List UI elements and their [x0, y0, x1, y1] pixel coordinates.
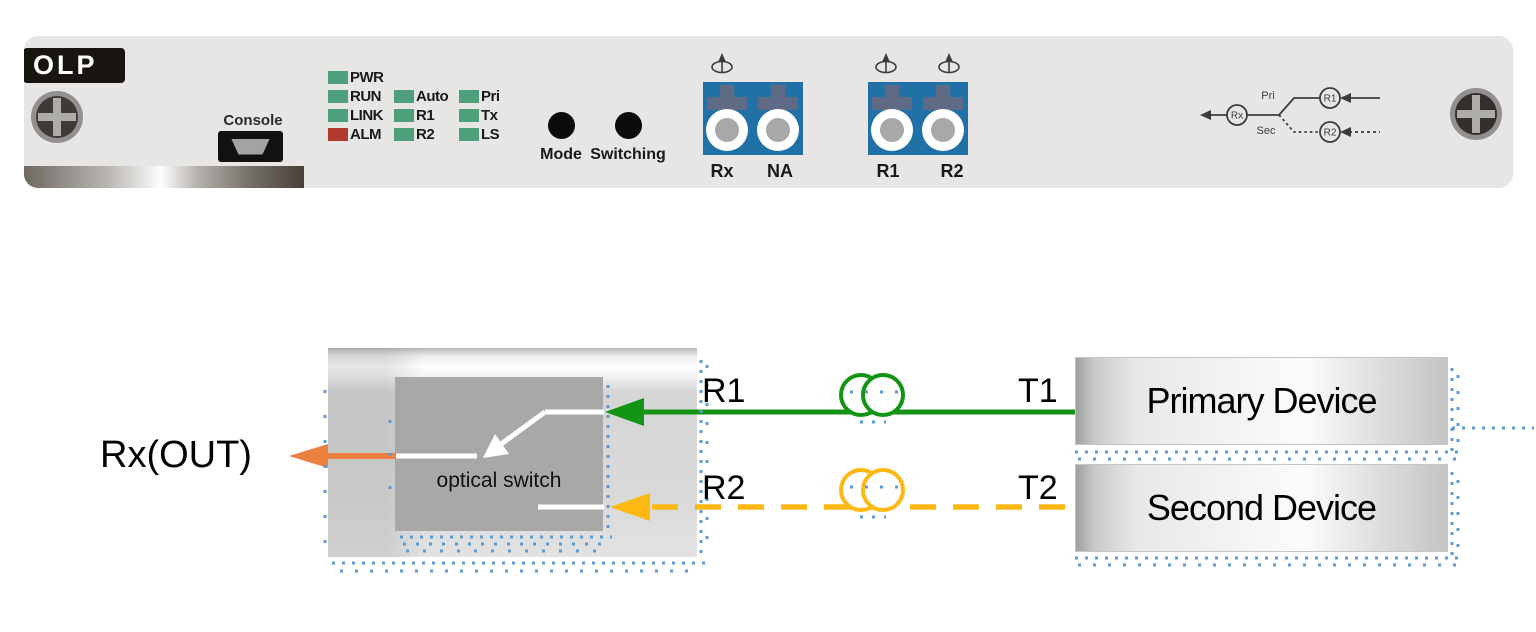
svg-text:R2: R2 [1324, 128, 1337, 139]
aperture-icon [875, 53, 897, 74]
fiber-port-r1 [871, 109, 913, 151]
fiber-port-rx [706, 109, 748, 151]
fiber-core [931, 118, 955, 142]
led-indicator [394, 109, 414, 122]
olp-front-panel: OLP Console PWR RUN LINK ALM Auto R1 R2 … [24, 36, 1513, 188]
led-indicator [328, 109, 348, 122]
lc-connector-r1-r2 [868, 82, 968, 155]
green-arrowhead-icon [605, 398, 644, 426]
led-r1: R1 [394, 107, 435, 124]
led-label: R1 [416, 107, 435, 124]
aperture-icon [938, 53, 960, 74]
diagram-lines [289, 360, 1534, 573]
rx-out-label: Rx(OUT) [100, 434, 252, 476]
led-indicator [394, 90, 414, 103]
olp-logo: OLP [24, 48, 125, 83]
led-indicator [328, 128, 348, 141]
optical-switch-label: optical switch [436, 469, 562, 492]
sec-label: Sec [1257, 125, 1276, 137]
second-device-box: Second Device [1075, 464, 1448, 552]
led-pwr: PWR [328, 69, 384, 86]
fiber-port-r2 [922, 109, 964, 151]
led-label: Auto [416, 88, 449, 105]
console-port [218, 131, 283, 162]
right-screw-icon [1450, 88, 1502, 140]
led-indicator [328, 71, 348, 84]
left-screw-icon [31, 91, 83, 143]
led-ls: LS [459, 126, 500, 143]
led-indicator [459, 109, 479, 122]
led-label: Pri [481, 88, 500, 105]
led-auto: Auto [394, 88, 449, 105]
panel-handle-strip [24, 166, 304, 188]
orange-arrowhead-icon [289, 444, 328, 468]
screw-cross-v [1472, 95, 1480, 133]
led-indicator [459, 128, 479, 141]
fiber2-left-label: R2 [702, 469, 746, 507]
led-pri: Pri [459, 88, 500, 105]
mode-button [548, 112, 575, 139]
led-label: RUN [350, 88, 382, 105]
fiber-coil-icon [861, 468, 905, 512]
led-label: Tx [481, 107, 498, 124]
led-indicator [459, 90, 479, 103]
primary-path [1278, 97, 1320, 116]
led-label: LS [481, 126, 500, 143]
svg-text:R1: R1 [1324, 94, 1337, 105]
primary-device-box: Primary Device [1075, 357, 1448, 445]
led-link: LINK [328, 107, 384, 124]
svg-text:Rx: Rx [1231, 111, 1243, 122]
fiber1-right-label: T1 [1018, 372, 1058, 410]
pri-label: Pri [1261, 90, 1274, 102]
screw-cross-v [53, 98, 61, 136]
switch-arrowhead-icon [483, 434, 509, 458]
protection-path-schematic: Rx Pri Sec R1 R2 [1200, 87, 1380, 143]
arrow-left-icon [1200, 110, 1211, 120]
arrow-into-r2-icon [1340, 127, 1351, 137]
fiber2-right-label: T2 [1018, 469, 1058, 507]
port-label-na: NA [767, 161, 793, 181]
led-tx: Tx [459, 107, 498, 124]
selection-dots [323, 360, 1534, 573]
second-device-label: Second Device [1146, 487, 1377, 528]
switching-button-label: Switching [590, 146, 666, 163]
switching-button [615, 112, 642, 139]
led-run: RUN [328, 88, 382, 105]
arrow-into-r1-icon [1340, 93, 1351, 103]
port-label-rx: Rx [710, 161, 734, 181]
fiber-coil-icon [861, 373, 905, 417]
fiber-core [715, 118, 739, 142]
led-indicator [328, 90, 348, 103]
mode-button-label: Mode [540, 146, 582, 163]
led-alm: ALM [328, 126, 382, 143]
led-label: R2 [416, 126, 435, 143]
port-label-r2: R2 [940, 161, 964, 181]
port-label-r1: R1 [876, 161, 900, 181]
fiber-port-na [757, 109, 799, 151]
secondary-path [1278, 114, 1320, 133]
aperture-icon [711, 53, 733, 74]
console-label: Console [223, 112, 283, 129]
fiber-core [880, 118, 904, 142]
led-label: ALM [350, 126, 382, 143]
primary-device-label: Primary Device [1146, 380, 1377, 421]
mini-usb-icon [231, 138, 270, 155]
led-r2: R2 [394, 126, 435, 143]
fiber-core [766, 118, 790, 142]
led-label: PWR [350, 69, 384, 86]
led-indicator [394, 128, 414, 141]
yellow-arrowhead-icon [610, 493, 650, 521]
fiber1-left-label: R1 [702, 372, 746, 410]
led-label: LINK [350, 107, 384, 124]
lc-connector-rx-na [703, 82, 803, 155]
